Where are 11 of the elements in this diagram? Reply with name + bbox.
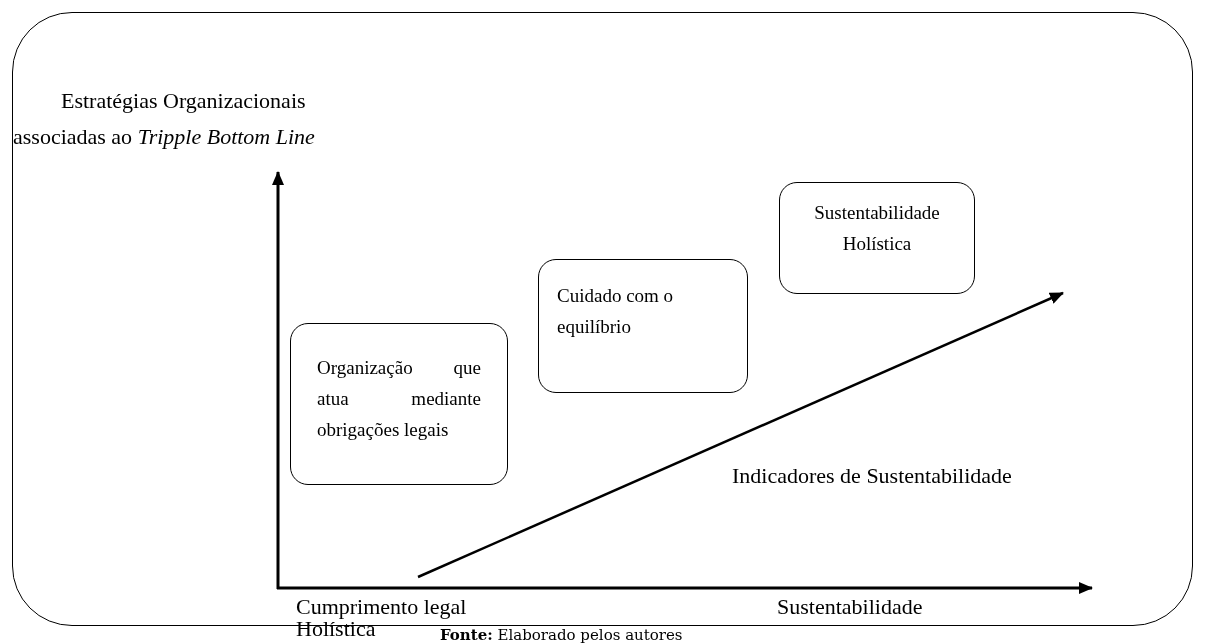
axis-label: Cumprimento legal	[296, 594, 467, 620]
caption: Fonte: Elaborado pelos autores	[440, 627, 683, 644]
frame-label: Estratégias Organizacionais associadas ao Tripple Bottom Line	[13, 87, 316, 151]
box-text: Sustentabilidade Holística	[813, 201, 941, 256]
rounded-box	[779, 182, 975, 294]
axis-label: Indicadores de Sustentabilidade	[732, 463, 1012, 489]
axis-label: Sustentabilidade	[777, 594, 923, 620]
rounded-box	[290, 323, 508, 485]
box-text: Cuidado com o equilíbrio	[557, 284, 675, 339]
box-text: Organização que atua mediante obrigações legais	[317, 356, 481, 442]
rounded-box	[538, 259, 748, 393]
